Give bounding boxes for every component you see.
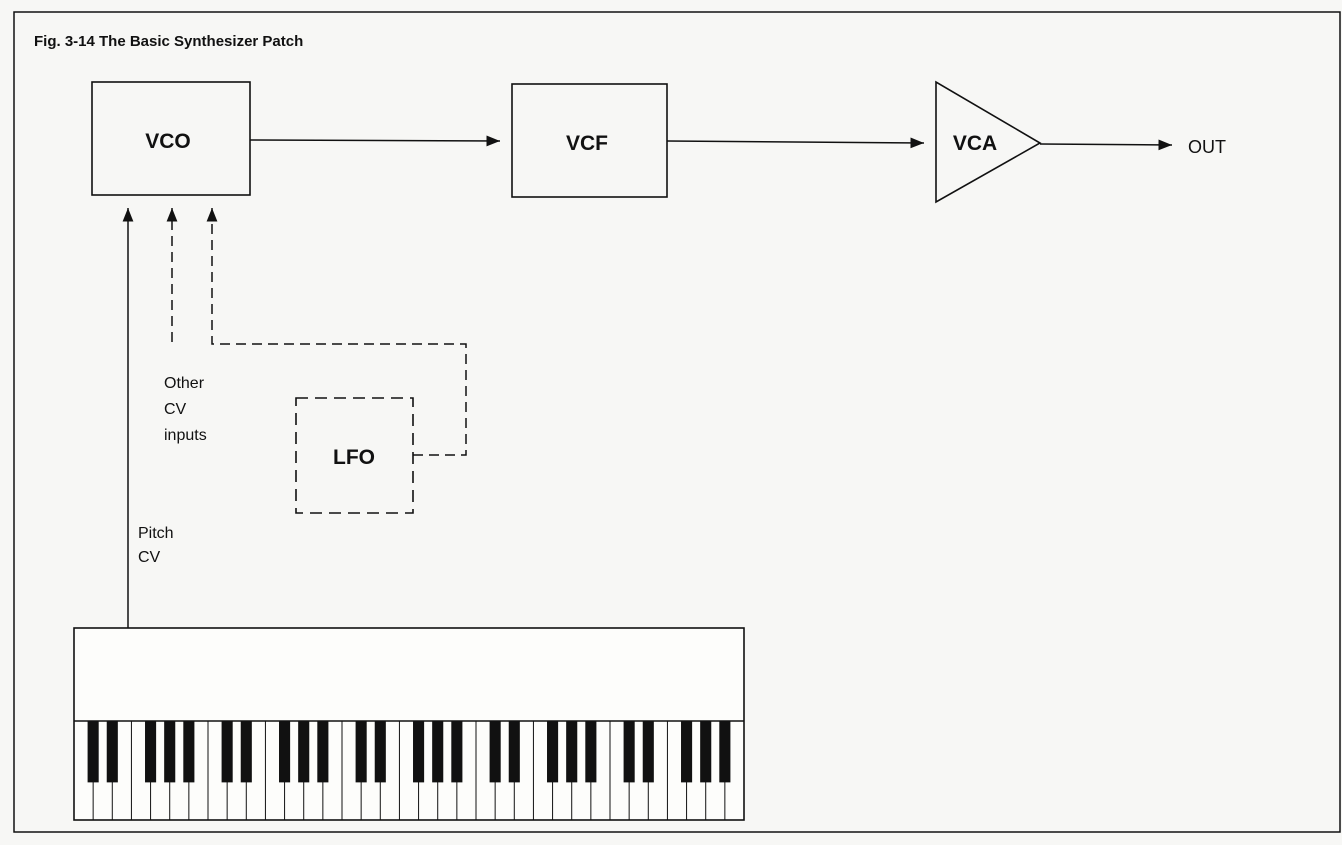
black-key [700,721,711,782]
black-key [298,721,309,782]
black-key [145,721,156,782]
vca-to-out-arrow [1040,144,1172,145]
out-label: OUT [1188,137,1226,157]
black-key [432,721,443,782]
black-key [719,721,730,782]
black-key [624,721,635,782]
black-key [107,721,118,782]
figure-title: Fig. 3-14 The Basic Synthesizer Patch [34,33,303,50]
other-cv-label-line1: Other [164,375,205,392]
vco-label: VCO [145,130,191,153]
vco-to-vcf-arrow [250,140,500,141]
vcf-to-vca-arrow [667,141,924,143]
black-key [566,721,577,782]
other-cv-label-line3: inputs [164,427,207,444]
black-key [585,721,596,782]
black-key [241,721,252,782]
black-key [222,721,233,782]
black-key [356,721,367,782]
black-key [451,721,462,782]
keyboard [74,628,744,820]
pitch-cv-label-line2: CV [138,549,161,566]
lfo-cv-line [212,208,466,455]
black-key [643,721,654,782]
vcf-label: VCF [566,132,608,155]
pitch-cv-label-line1: Pitch [138,525,174,542]
black-key [681,721,692,782]
pitch-cv-label: Pitch CV [138,525,178,566]
black-key [509,721,520,782]
lfo-label: LFO [333,446,375,469]
black-key [317,721,328,782]
other-cv-label-line2: CV [164,401,187,418]
black-key [375,721,386,782]
black-key [279,721,290,782]
black-key [88,721,99,782]
vca-label: VCA [953,132,997,155]
other-cv-label: Other CV inputs [164,375,208,444]
black-key [183,721,194,782]
black-key [413,721,424,782]
black-key [164,721,175,782]
black-key [547,721,558,782]
black-key [490,721,501,782]
